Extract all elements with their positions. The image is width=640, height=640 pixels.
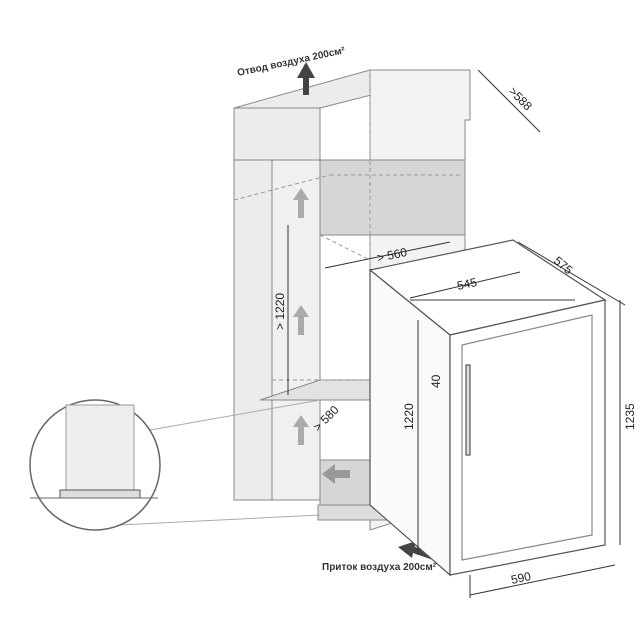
dim-unit-width: 590 [510,569,533,587]
arrow-up-icon [293,415,309,445]
detail-inset [29,399,321,531]
dim-unit-width-top: 545 [456,275,479,293]
cabinet-left-panel [233,159,273,501]
vent-box-top [319,159,466,236]
cooler-glass [461,314,593,561]
cabinet-front-top-box [233,107,321,161]
arrow-up-icon [297,62,315,95]
arrow-up-icon [293,188,309,218]
door-handle[interactable] [465,364,471,456]
dim-niche-width: > 560 [376,245,409,265]
dim-unit-total-height: 1235 [623,403,637,430]
dim-unit-body-height: 1220 [402,403,416,430]
dim-niche-height: > 1220 [273,293,287,330]
dim-niche-depth: >588 [506,84,535,113]
air-intake-label: Приток воздуха 200см² [322,562,437,573]
wine-cooler [368,239,607,577]
arrow-left-icon [322,464,350,484]
dim-door-gap: 40 [429,374,443,388]
dimension-lines [287,69,626,598]
air-outlet-label: Отвод воздуха 200см² [236,45,346,79]
arrow-up-icon [293,305,309,335]
